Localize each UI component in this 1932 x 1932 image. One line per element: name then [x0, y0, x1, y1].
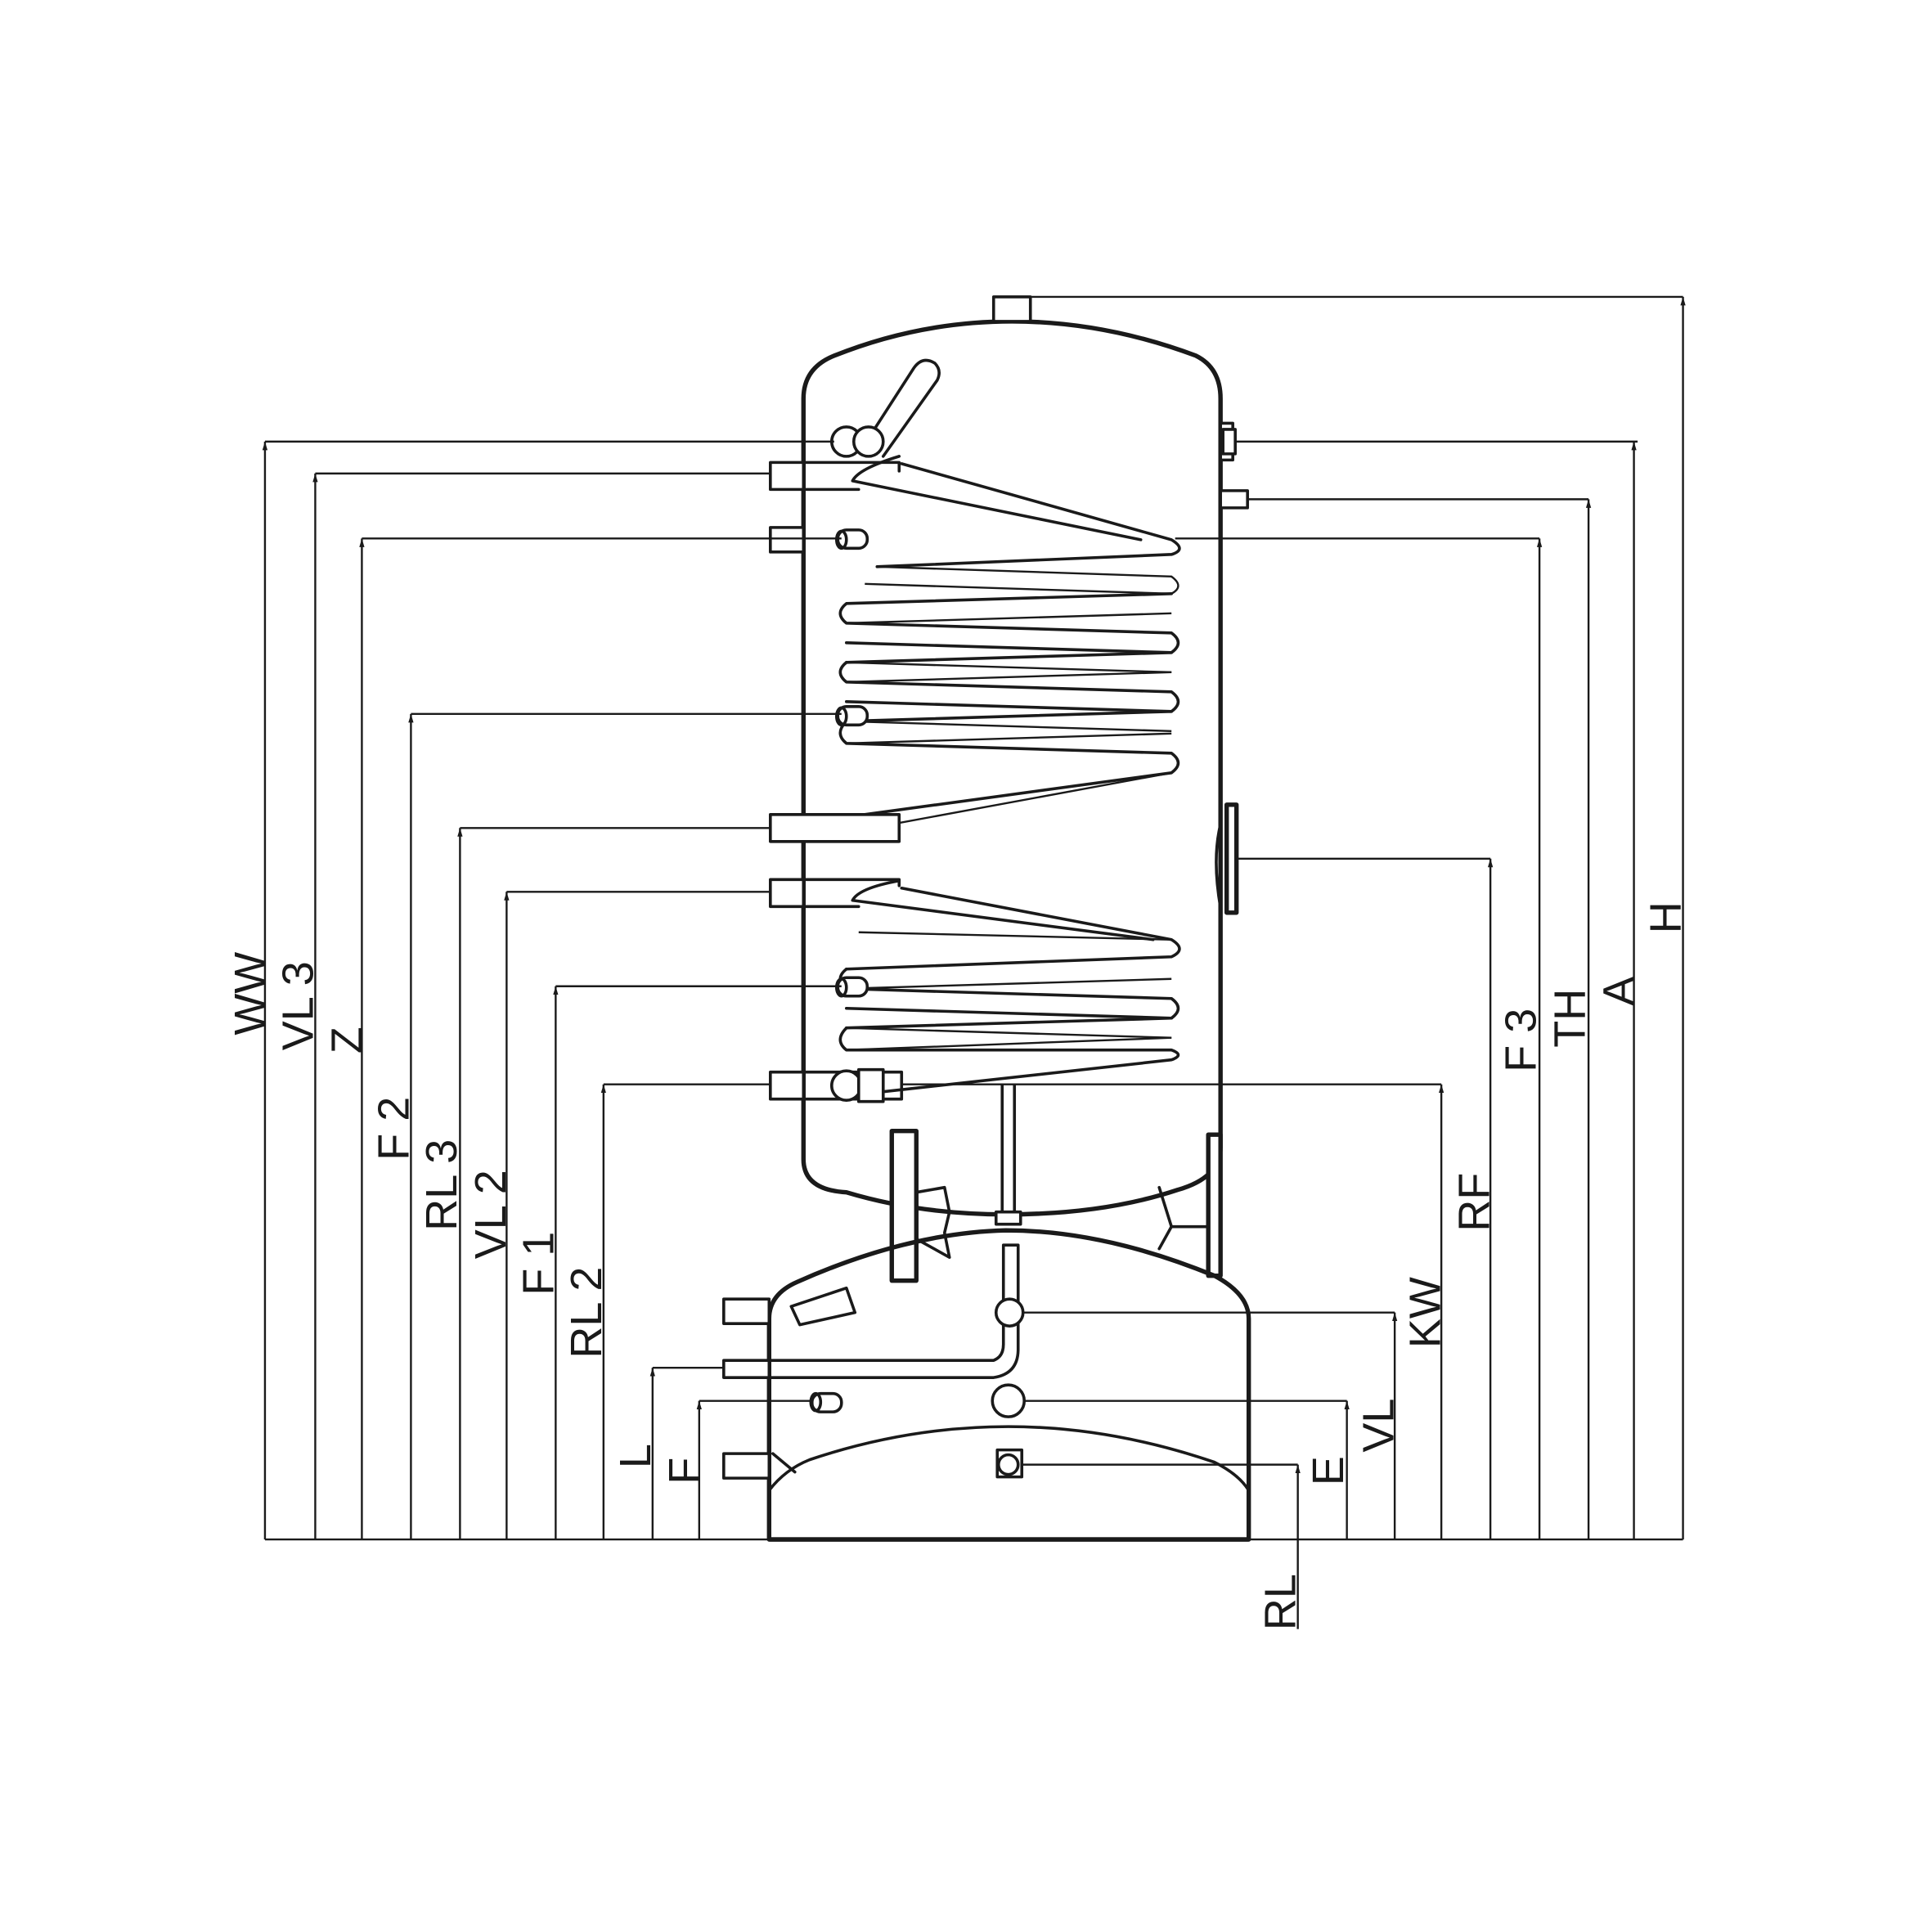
label-th: TH — [1546, 989, 1595, 1048]
label-l: L — [611, 1444, 660, 1468]
sensor-sleeves — [829, 528, 885, 1103]
label-a: A — [1595, 977, 1644, 1006]
label-rl3: RL 3 — [417, 1139, 466, 1231]
label-h: H — [1642, 901, 1691, 933]
tank-support-leg — [1157, 1132, 1223, 1278]
label-vl2: VL 2 — [466, 1170, 515, 1259]
label-f1: F 1 — [514, 1232, 563, 1296]
lower-heat-exchanger-coil — [838, 878, 1181, 1094]
inner-rise-pipe — [994, 1084, 1022, 1226]
label-rl: RL — [1256, 1574, 1305, 1630]
left-connection-nozzles — [769, 461, 904, 1101]
hot-water-draw-pipe — [829, 358, 941, 458]
label-rf: RF — [1450, 1173, 1499, 1232]
label-e: E — [1304, 1456, 1353, 1485]
label-rl2: RL 2 — [562, 1267, 611, 1359]
label-f2: F 2 — [369, 1097, 418, 1161]
label-z: Z — [322, 1027, 371, 1054]
label-f: F — [660, 1458, 709, 1485]
inspection-flange — [889, 1129, 951, 1283]
right-dimension-lines — [901, 295, 1686, 1629]
dimension-labels: WW VL 3 Z F 2 RL 3 VL 2 F 1 RL 2 L F RL … — [226, 901, 1691, 1630]
left-dimension-lines — [262, 440, 1298, 1541]
upper-heat-exchanger-coil — [838, 455, 1181, 830]
lower-tank-connections — [722, 1243, 1027, 1480]
label-vl: VL — [1355, 1399, 1404, 1453]
label-vl3: VL 3 — [273, 961, 322, 1050]
label-kw: KW — [1401, 1277, 1450, 1348]
label-ww: WW — [226, 952, 275, 1036]
label-f3: F 3 — [1497, 1009, 1546, 1072]
